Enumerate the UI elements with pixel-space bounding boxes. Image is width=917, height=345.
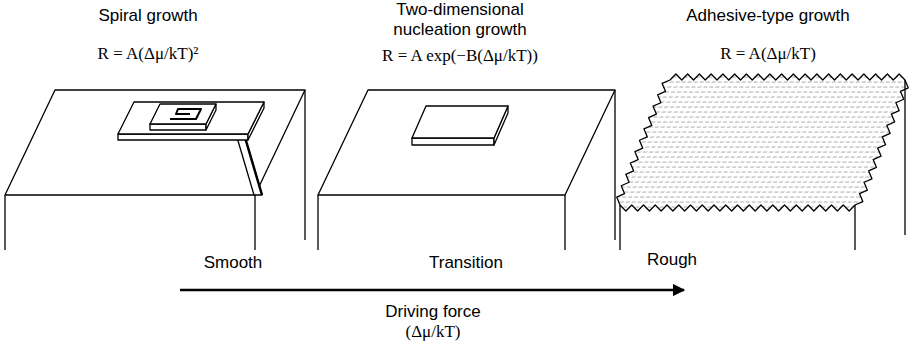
rate-formula: R = A(Δμ/kT)² <box>98 44 199 64</box>
axis-label: Driving force <box>385 302 480 322</box>
axis-label: (Δμ/kT) <box>406 322 461 342</box>
spiral-block <box>5 90 305 250</box>
growth-mode-title: Two-dimensional nucleation growth <box>380 0 540 41</box>
driving-force-arrow <box>180 289 684 292</box>
growth-mode-title: Adhesive-type growth <box>686 6 849 26</box>
growth-mode-title: Spiral growth <box>98 6 197 26</box>
surface-state-label: Rough <box>647 250 697 270</box>
nucleation-block <box>318 90 615 250</box>
surface-state-label: Transition <box>429 253 503 273</box>
rate-formula: R = A exp(−B(Δμ/kT)) <box>382 46 538 66</box>
rate-formula: R = A(Δμ/kT) <box>720 44 816 64</box>
rough-block <box>617 74 909 250</box>
surface-state-label: Smooth <box>204 253 263 273</box>
